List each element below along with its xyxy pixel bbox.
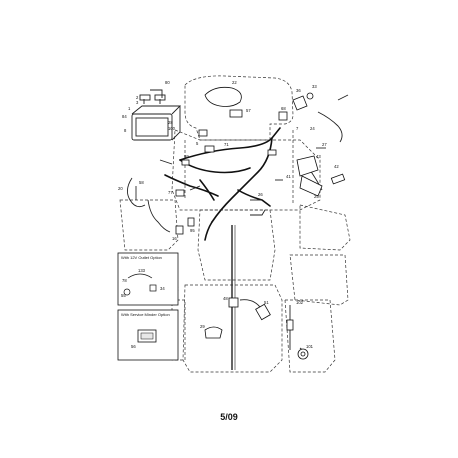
battery-tray xyxy=(131,113,173,141)
part-number: 48 xyxy=(223,296,228,301)
part-29 xyxy=(204,326,223,339)
part-number: 80 xyxy=(165,80,170,85)
part-51 xyxy=(255,303,271,321)
part-number: 7 xyxy=(296,126,299,131)
part-number: 2 xyxy=(136,95,139,100)
wire-20 xyxy=(127,177,146,208)
inset-12v-title: With 12V Outlet Option xyxy=(121,255,162,260)
part-5 xyxy=(204,145,215,153)
part-102 xyxy=(286,319,294,331)
part-number: 51 xyxy=(264,300,269,305)
part-number: 68 xyxy=(281,106,286,111)
part-number: 95 xyxy=(190,228,195,233)
part-number: 43 xyxy=(316,154,321,159)
part-number: 58 xyxy=(139,180,144,185)
inset-label: 133 xyxy=(138,268,146,273)
part-number: 22 xyxy=(232,80,237,85)
harness-main-trunk xyxy=(211,137,273,223)
inset-label: 56 xyxy=(131,344,136,349)
battery-tray-rim xyxy=(131,105,182,115)
part-number: 8 xyxy=(124,128,127,133)
part-number: 27 xyxy=(322,142,327,147)
part-number: 1 xyxy=(128,106,131,111)
part-number: 100 xyxy=(168,126,176,131)
battery xyxy=(135,117,169,137)
part-43 xyxy=(296,155,319,177)
wire-24 xyxy=(317,111,343,143)
part-number: 101 xyxy=(306,344,314,349)
part-number: 33 xyxy=(312,84,317,89)
part-number: 102 xyxy=(296,300,304,305)
part-36 xyxy=(292,95,308,111)
part-number: 84 xyxy=(122,114,127,119)
part-57-switch xyxy=(229,109,243,118)
battery-assembly xyxy=(131,89,182,141)
part-number: 36 xyxy=(296,88,301,93)
part-number: 24 xyxy=(310,126,315,131)
inset-label: 34 xyxy=(160,286,165,291)
part-number: 99 xyxy=(184,154,189,159)
part-16 xyxy=(175,225,184,235)
part-number: 16 xyxy=(172,236,177,241)
part-33 xyxy=(306,92,314,100)
part-number: 20 xyxy=(118,186,123,191)
part-41 xyxy=(299,175,323,197)
part-22-harness-loop xyxy=(204,86,242,107)
inset-service-title: With Service Minder Option xyxy=(121,312,170,317)
part-callouts: 80 22 2 3 1 84 8 28 100 57 68 36 33 24 7… xyxy=(118,80,339,349)
part-48 xyxy=(228,297,239,308)
harness-upper-branch xyxy=(179,127,281,161)
part-number: 5 xyxy=(196,141,199,146)
inset-label: 78 xyxy=(122,278,127,283)
part-number: 29 xyxy=(200,324,205,329)
part-42 xyxy=(330,173,346,185)
part-68 xyxy=(278,111,288,121)
part-number: 25 xyxy=(314,194,319,199)
wire-harness xyxy=(164,127,281,241)
inset-label: 55 xyxy=(121,293,126,298)
battery-terminal xyxy=(139,94,151,101)
components xyxy=(135,86,346,360)
part-number: 26 xyxy=(258,192,263,197)
page-number: 5/09 xyxy=(220,412,238,422)
inset-12v-outlet: With 12V Outlet Option 133 78 55 34 xyxy=(117,252,179,306)
part-number: 57 xyxy=(246,108,251,113)
inset-service-minder: With Service Minder Option 56 xyxy=(117,309,179,361)
part-number: 41 xyxy=(286,174,291,179)
part-number: 28 xyxy=(168,120,173,125)
part-number: 71 xyxy=(224,142,229,147)
part-number: 77 xyxy=(168,190,173,195)
part-number: 3 xyxy=(136,100,139,105)
part-number: 42 xyxy=(334,164,339,169)
outlet-socket xyxy=(123,288,131,296)
